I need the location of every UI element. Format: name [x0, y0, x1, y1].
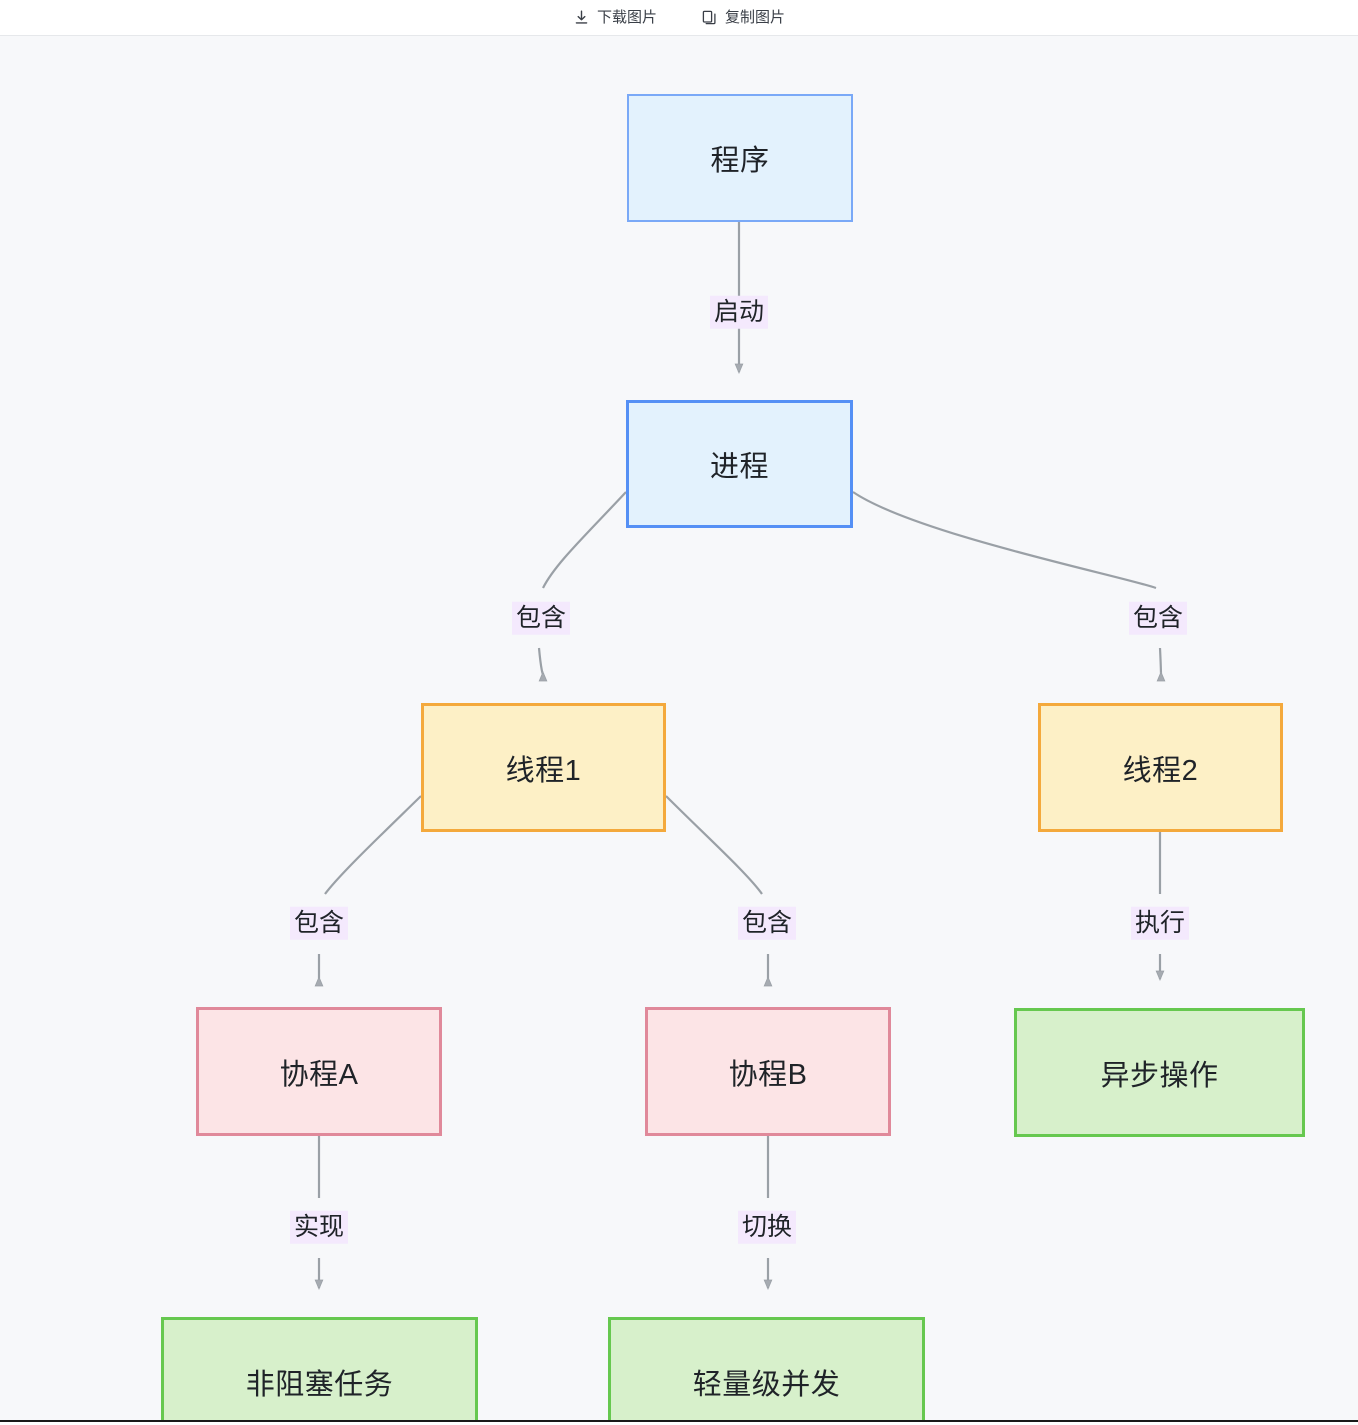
edge-thread1-coroutineB — [665, 795, 763, 895]
copy-image-label: 复制图片 — [725, 9, 786, 26]
edge-process-thread2-b — [1156, 647, 1166, 682]
edge-process-thread2 — [852, 491, 1157, 590]
node-label: 线程2 — [1122, 754, 1199, 787]
edge-label-contains-coroutine-a: 包含 — [289, 906, 349, 940]
node-label: 异步操作 — [1100, 1059, 1219, 1092]
edge-label-contains-thread2: 包含 — [1128, 601, 1188, 635]
download-image-label: 下载图片 — [596, 9, 657, 26]
edge-label-switch: 切换 — [737, 1210, 797, 1244]
node-async-operation[interactable]: 异步操作 — [1014, 1008, 1305, 1137]
node-coroutine-a[interactable]: 协程A — [196, 1007, 442, 1136]
node-label: 轻量级并发 — [692, 1368, 841, 1401]
node-label: 进程 — [709, 451, 769, 483]
edge-label-implement: 实现 — [289, 1210, 349, 1244]
node-program[interactable]: 程序 — [627, 94, 853, 222]
image-toolbar: 下载图片 复制图片 — [0, 0, 1358, 36]
edge-process-thread1 — [542, 491, 627, 589]
node-process[interactable]: 进程 — [626, 400, 853, 528]
copy-icon — [701, 9, 718, 26]
node-coroutine-b[interactable]: 协程B — [645, 1007, 891, 1136]
node-label: 协程B — [728, 1058, 808, 1091]
edge-thread1-coroutineA — [324, 795, 422, 895]
node-nonblocking-task[interactable]: 非阻塞任务 — [161, 1317, 478, 1420]
node-label: 程序 — [710, 145, 770, 177]
edge-label-contains-thread1: 包含 — [511, 601, 571, 635]
node-lightweight-concurrency[interactable]: 轻量级并发 — [608, 1317, 925, 1420]
node-thread1[interactable]: 线程1 — [421, 703, 666, 832]
node-label: 非阻塞任务 — [245, 1368, 394, 1401]
edge-process-thread1-b — [537, 647, 548, 682]
edge-label-execute: 执行 — [1130, 906, 1190, 940]
node-thread2[interactable]: 线程2 — [1038, 703, 1283, 832]
download-icon — [573, 9, 590, 26]
edge-label-start: 启动 — [709, 295, 769, 329]
copy-image-button[interactable]: 复制图片 — [697, 7, 789, 28]
node-label: 协程A — [279, 1058, 359, 1091]
diagram-canvas[interactable]: 程序 进程 线程1 线程2 协程A 协程B 异步操作 非阻塞任务 轻量级并发 启… — [0, 36, 1358, 1422]
download-image-button[interactable]: 下载图片 — [569, 7, 661, 28]
edge-label-contains-coroutine-b: 包含 — [737, 906, 797, 940]
node-label: 线程1 — [505, 754, 582, 787]
